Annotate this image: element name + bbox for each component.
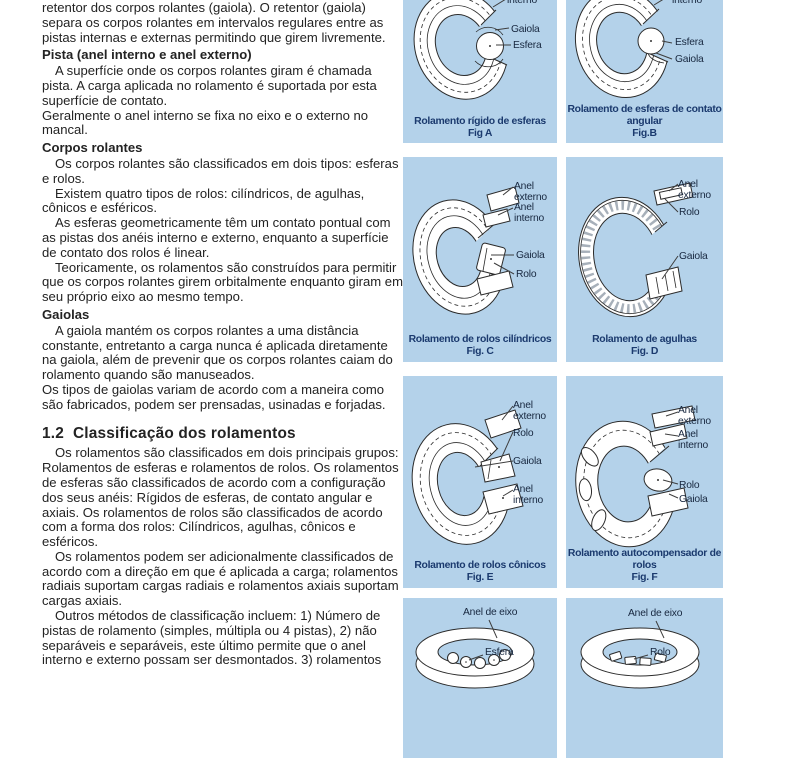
part-label: Rolo [679,207,700,218]
paragraph: Os rolamentos podem ser adicionalmente c… [42,548,399,609]
part-label: Esfera [513,40,542,51]
part-label: Anel interno [513,484,544,506]
figure-number: Fig. C [466,346,494,357]
figure-column: interno Gaiola Esfera Rolamento rígido d… [403,0,733,758]
figure-caption: Rolamento autocompensador de rolos Fig. … [567,548,722,583]
thrust-roller-bearing-illustration [580,620,700,689]
heading-gaiolas: Gaiolas [42,306,90,322]
figure-caption: Rolamento de esferas de contato angular … [567,104,722,139]
part-label: Gaiola [679,494,708,505]
part-label: Gaiola [679,251,708,262]
part-label: Gaiola [516,250,545,261]
document-page: retentor dos corpos rolantes (gaiola). O… [42,0,733,758]
figure-panel-thrust-ball: Anel de eixo Esfera [403,598,557,758]
figure-panel-b: interno Esfera Gaiola Rolamento de esfer… [566,0,723,143]
heading-corpos-rolantes: Corpos rolantes [42,140,143,156]
paragraph: Geralmente o anel interno se fixa no eix… [42,107,369,138]
part-label: Esfera [485,647,514,658]
spherical-roller-bearing-illustration [575,394,723,548]
paragraph: A gaiola mantém os corpos rolantes a uma… [42,322,393,383]
thrust-ball-bearing-illustration [415,619,535,689]
paragraph: Os rolamentos são classificados em dois … [42,445,399,550]
part-label: Gaiola [513,456,542,467]
part-label: Rolo [516,269,537,280]
part-label: Anel interno [514,202,545,224]
cylindrical-roller-bearing-illustration [412,167,557,315]
part-label: Anel de eixo [463,607,518,618]
part-label: Rolo [513,428,534,439]
needle-bearing-illustration [578,173,723,318]
figure-number: Fig A [467,128,493,139]
figure-panel-e: Anel externo Rolo Gaiola Anel interno Ro… [403,376,557,588]
paragraph: Existem quatro tipos de rolos: cilíndric… [42,185,365,216]
part-label: Gaiola [511,24,540,35]
part-label: interno [507,0,538,6]
figure-panel-f: Anel externo Anel interno Rolo Gaiola Ro… [566,376,723,588]
paragraph: A superfície onde os corpos rolantes gir… [42,63,377,108]
part-label: Anel de eixo [628,608,683,619]
figure-panel-thrust-roller: Anel de eixo Rolo [566,598,723,758]
figure-number: Fig. D [630,346,659,357]
figure-caption: Rolamento rígido de esferas Fig A [404,116,556,140]
part-label: Anel externo [513,400,546,422]
part-label: Anel externo [514,181,547,203]
part-label: Anel interno [678,429,709,451]
figure-number: Fig.B [632,128,657,139]
part-label: Anel externo [678,405,711,427]
figure-caption: Rolamento de agulhas Fig. D [567,334,722,358]
paragraph: Os corpos rolantes são classificados em … [42,155,399,186]
paragraph: Outros métodos de classificação incluem:… [42,608,382,668]
part-label: Anel externo [678,179,711,201]
part-label: interno [672,0,703,6]
paragraph: Teoricamente, os rolamentos são construí… [42,259,403,305]
figure-panel-d: Anel externo Rolo Gaiola Rolamento de ag… [566,157,723,362]
section-heading-classificacao: 1.2 Classificação dos rolamentos [42,424,296,442]
figure-number: Fig. E [466,572,494,583]
figure-panel-a: interno Gaiola Esfera Rolamento rígido d… [403,0,557,143]
part-label: Rolo [650,647,671,658]
paragraph: Os tipos de gaiolas variam de acordo com… [42,381,386,412]
figure-caption: Rolamento de rolos cônicos Fig. E [404,560,556,584]
figure-panel-c: Anel externo Anel interno Gaiola Rolo Ro… [403,157,557,362]
heading-pista: Pista (anel interno e anel externo) [42,47,252,63]
ball-bearing-illustration [413,0,557,100]
figure-number: Fig. F [631,572,658,583]
paragraph: retentor dos corpos rolantes (gaiola). O… [42,0,386,45]
paragraph: As esferas geometricamente têm um contat… [42,215,391,260]
text-column: retentor dos corpos rolantes (gaiola). O… [42,0,404,668]
part-label: Gaiola [675,54,704,65]
tapered-roller-bearing-illustration [411,390,557,545]
part-label: Esfera [675,37,704,48]
part-label: Rolo [679,480,700,491]
angular-contact-bearing-illustration [574,0,723,99]
figure-caption: Rolamento de rolos cilíndricos Fig. C [404,334,556,358]
